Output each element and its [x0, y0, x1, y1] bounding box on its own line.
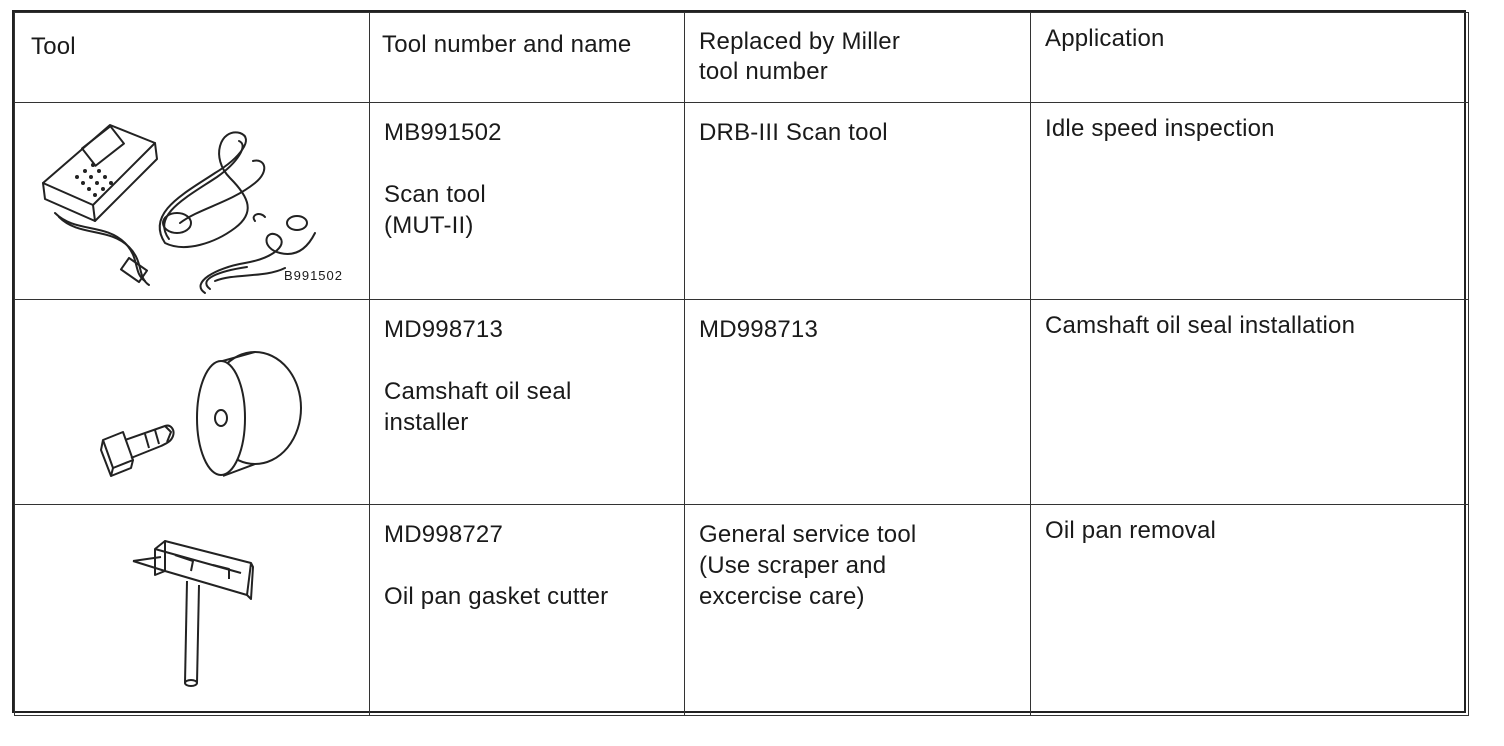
- table-row: B991502 MB991502 Scan tool (MUT-II) DRB-…: [14, 102, 1469, 300]
- replaced-by-cell: DRB-III Scan tool: [684, 102, 1031, 300]
- application-text: Idle speed inspection: [1045, 115, 1275, 142]
- tool-name-cont: (MUT-II): [384, 212, 474, 239]
- replaced-by-text: General service tool: [699, 521, 917, 548]
- header-tool: Tool: [14, 12, 370, 103]
- replaced-by-text: MD998713: [699, 316, 819, 343]
- tool-illustration-cell: B991502: [14, 102, 370, 300]
- tool-number-name-cell: MB991502 Scan tool (MUT-II): [369, 102, 685, 300]
- scan-tool-icon: [42, 124, 316, 294]
- replaced-by-cell: General service tool (Use scraper and ex…: [684, 504, 1031, 716]
- application-cell: Idle speed inspection: [1030, 102, 1469, 300]
- tool-number-name-cell: MD998727 Oil pan gasket cutter: [369, 504, 685, 716]
- gasket-cutter-icon: [132, 540, 254, 687]
- header-replaced-line1: Replaced by Miller: [699, 28, 901, 55]
- tool-illustration-cell: [14, 504, 370, 716]
- tool-name: Camshaft oil seal: [384, 378, 572, 405]
- tool-name: Oil pan gasket cutter: [384, 583, 609, 610]
- tool-number: MB991502: [384, 119, 502, 146]
- header-replaced-line2: tool number: [699, 58, 828, 85]
- tool-number: MD998713: [384, 316, 504, 343]
- replaced-by-text: DRB-III Scan tool: [699, 119, 888, 146]
- special-tools-table: Tool Tool number and name Replaced by Mi…: [14, 12, 1469, 716]
- tool-name: Scan tool: [384, 181, 486, 208]
- camshaft-seal-installer-icon: [100, 351, 302, 477]
- header-application: Application: [1030, 12, 1469, 103]
- application-cell: Oil pan removal: [1030, 504, 1469, 716]
- replaced-by-text-cont: (Use scraper and: [699, 552, 887, 579]
- special-tools-sheet: Tool Tool number and name Replaced by Mi…: [12, 10, 1469, 716]
- table-row: MD998713 Camshaft oil seal installer MD9…: [14, 299, 1469, 505]
- table-header-row: Tool Tool number and name Replaced by Mi…: [14, 12, 1469, 103]
- replaced-by-cell: MD998713: [684, 299, 1031, 505]
- replaced-by-text-cont: excercise care): [699, 583, 865, 610]
- application-text: Oil pan removal: [1045, 517, 1217, 544]
- application-cell: Camshaft oil seal installation: [1030, 299, 1469, 505]
- tool-number-name-cell: MD998713 Camshaft oil seal installer: [369, 299, 685, 505]
- header-tool-number-name: Tool number and name: [369, 12, 685, 103]
- figure-code: B991502: [283, 268, 343, 283]
- tool-number: MD998727: [384, 521, 504, 548]
- application-text: Camshaft oil seal installation: [1045, 312, 1356, 339]
- tool-illustration-cell: [14, 299, 370, 505]
- table-row: MD998727 Oil pan gasket cutter General s…: [14, 504, 1469, 716]
- header-replaced-by: Replaced by Miller tool number: [684, 12, 1031, 103]
- tool-name-cont: installer: [384, 409, 469, 436]
